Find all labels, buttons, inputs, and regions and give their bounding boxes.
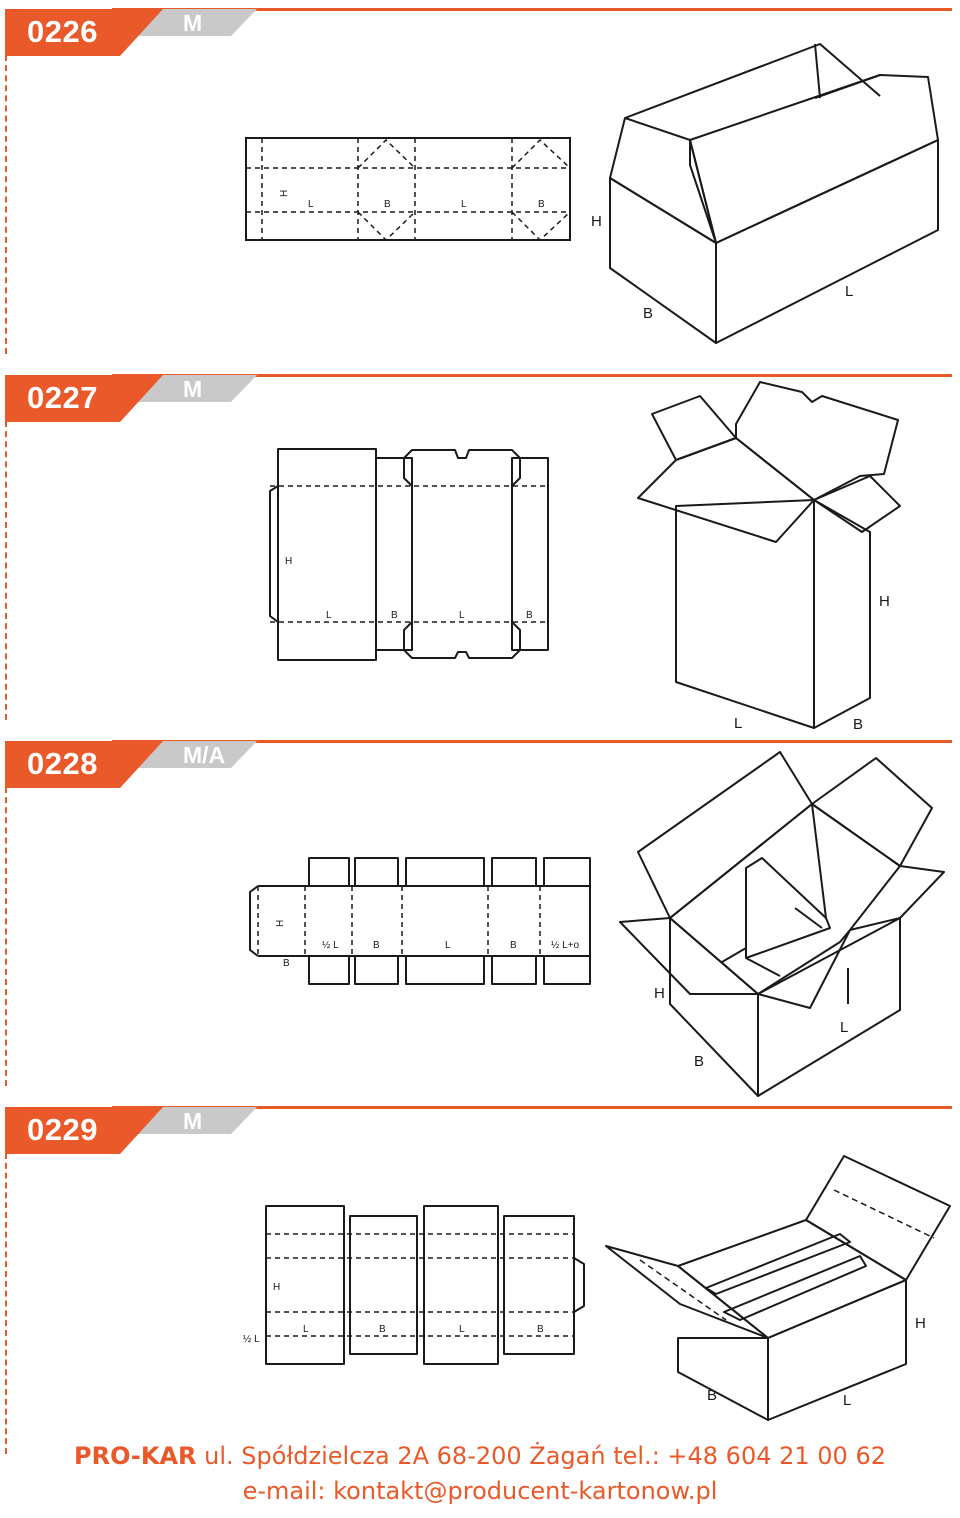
box-labels: H L B [734, 593, 890, 732]
net-labels: H ½ L L B L B [243, 1282, 544, 1345]
net-label: B [283, 958, 290, 969]
net-label: L [326, 610, 332, 621]
box-labels: H B L [707, 1315, 926, 1409]
flat-net [269, 448, 549, 661]
address-text: ul. Spółdzielcza 2A 68-200 Żagań tel.: +… [196, 1442, 886, 1470]
net-label: ½ L [243, 1334, 260, 1345]
box-code: 0228 [27, 746, 98, 781]
box-label: H [654, 985, 665, 1002]
net-label: B [379, 1324, 386, 1335]
net-label: L [303, 1324, 309, 1335]
box-type: M/A [183, 742, 226, 768]
flat-net [265, 1205, 585, 1365]
net-label: L [461, 199, 467, 210]
section-badge: 0228 M/A [5, 740, 705, 790]
flat-net [245, 137, 571, 242]
net-label: B [537, 1324, 544, 1335]
box-drawing [609, 43, 939, 344]
box-labels: H L B [654, 985, 848, 1070]
section-side-rule [5, 1153, 7, 1454]
net-label: H [273, 1282, 280, 1293]
net-labels: H L B L B [285, 556, 533, 621]
net-label: L [445, 940, 451, 951]
net-label: B [538, 199, 545, 210]
box-label: L [734, 715, 742, 732]
brand-name: PRO-KAR [74, 1442, 197, 1470]
box-type: M [183, 376, 203, 402]
net-label: B [526, 610, 533, 621]
section-0229: 0229 M H ½ L [0, 1098, 960, 1464]
section-top-rule [112, 1106, 952, 1109]
box-label: B [694, 1053, 704, 1070]
net-label: ½ L [322, 940, 339, 951]
box-type: M [183, 1108, 203, 1134]
net-label: H [275, 920, 286, 927]
net-label: B [391, 610, 398, 621]
box-label: B [643, 305, 653, 322]
box-label: H [915, 1315, 926, 1332]
section-top-rule [112, 8, 952, 11]
net-label: B [384, 199, 391, 210]
diagram-0226: H L B L B H B L [245, 43, 939, 344]
diagram-0229: H ½ L L B L B H B L [243, 1155, 951, 1421]
section-side-rule [5, 421, 7, 720]
net-label: B [373, 940, 380, 951]
net-label: L [459, 1324, 465, 1335]
net-label: H [279, 190, 290, 197]
section-top-rule [112, 374, 952, 377]
box-label: L [840, 1019, 848, 1036]
section-badge: 0227 M [5, 374, 705, 424]
section-top-rule [112, 740, 952, 743]
box-drawing [605, 1155, 951, 1421]
box-label: L [845, 283, 853, 300]
net-labels: H L B L B [279, 190, 545, 210]
section-side-rule [5, 55, 7, 354]
box-code: 0226 [27, 14, 98, 49]
section-badge: 0229 M [5, 1106, 705, 1156]
section-0226: 0226 M H L B L B [0, 0, 960, 366]
box-type: M [183, 10, 203, 36]
box-label: H [879, 593, 890, 610]
diagram-0228: H B ½ L B L B ½ L+o H L B [249, 751, 945, 1097]
net-labels: H B ½ L B L B ½ L+o [275, 920, 580, 969]
section-0228: 0228 M/A [0, 732, 960, 1098]
box-code: 0229 [27, 1112, 98, 1147]
net-label: ½ L+o [551, 940, 580, 951]
section-side-rule [5, 787, 7, 1086]
net-label: B [510, 940, 517, 951]
box-label: B [853, 716, 863, 732]
net-label: L [308, 199, 314, 210]
box-label: B [707, 1387, 717, 1404]
box-label: H [591, 213, 602, 230]
footer-email-line[interactable]: e-mail: kontakt@producent-kartonow.pl [242, 1477, 718, 1505]
net-label: L [459, 610, 465, 621]
box-label: L [843, 1392, 851, 1409]
footer-address-line: PRO-KAR ul. Spółdzielcza 2A 68-200 Żagań… [0, 1442, 960, 1470]
section-badge: 0226 M [5, 8, 705, 58]
box-drawing [637, 381, 901, 729]
box-labels: H B L [591, 213, 853, 322]
box-code: 0227 [27, 380, 98, 415]
diagram-0227: H L B L B H L B [269, 381, 901, 732]
flat-net [249, 857, 591, 985]
box-drawing [619, 751, 945, 1097]
section-0227: 0227 M H L B L B [0, 366, 960, 732]
net-label: H [285, 556, 292, 567]
